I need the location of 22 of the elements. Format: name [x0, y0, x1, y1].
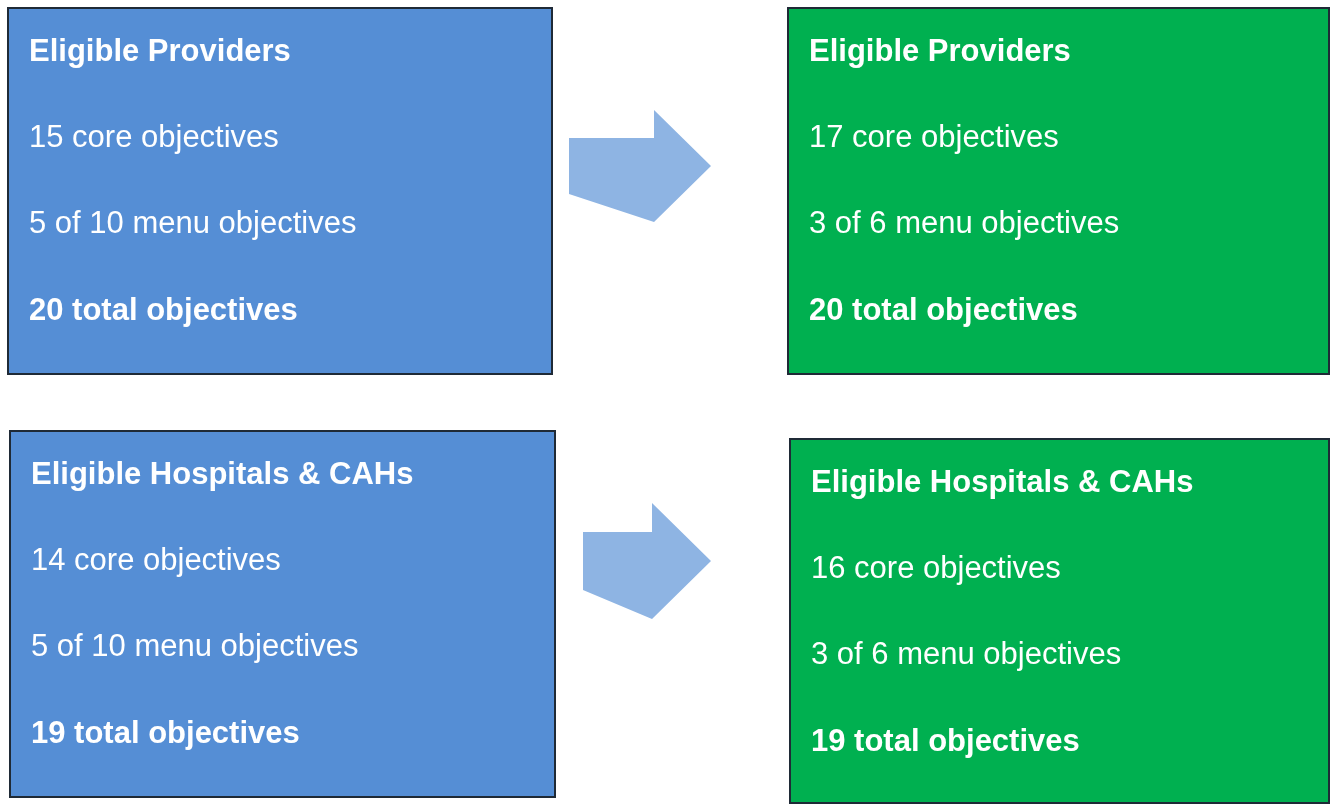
objective-count: 5 of 10 menu objectives [31, 627, 359, 665]
objective-count: 19 total objectives [31, 714, 300, 752]
objective-count: 14 core objectives [31, 541, 281, 579]
objective-count: 20 total objectives [809, 291, 1078, 329]
objective-count: 17 core objectives [809, 118, 1059, 156]
block-arrow [583, 503, 711, 619]
box-heading: Eligible Providers [809, 32, 1071, 70]
objectives-box [7, 7, 553, 375]
objective-count: 20 total objectives [29, 291, 298, 329]
objective-count: 5 of 10 menu objectives [29, 204, 357, 242]
objective-count: 16 core objectives [811, 549, 1061, 587]
box-heading: Eligible Providers [29, 32, 291, 70]
objective-count: 15 core objectives [29, 118, 279, 156]
objectives-box [787, 7, 1330, 375]
objective-count: 3 of 6 menu objectives [811, 635, 1122, 673]
box-heading: Eligible Hospitals & CAHs [811, 463, 1194, 501]
objectives-box [9, 430, 556, 798]
box-heading: Eligible Hospitals & CAHs [31, 455, 414, 493]
block-arrow [569, 110, 711, 222]
objective-count: 19 total objectives [811, 722, 1080, 760]
objectives-box [789, 438, 1330, 804]
objective-count: 3 of 6 menu objectives [809, 204, 1120, 242]
